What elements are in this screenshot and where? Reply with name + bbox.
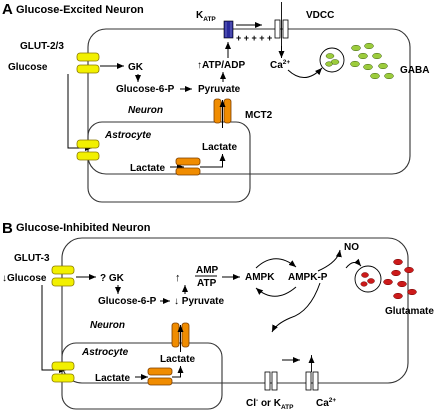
katp-label-a: KATP xyxy=(196,10,216,23)
astrocyte-label-a: Astrocyte xyxy=(104,130,152,141)
vdcc-channel-a xyxy=(274,2,289,48)
astrocyte-label-b: Astrocyte xyxy=(81,347,129,358)
lactate-astro-label-b: Lactate xyxy=(95,373,130,384)
mct2-transporter-a xyxy=(213,98,232,124)
glutamate-label: Glutamate xyxy=(385,306,434,317)
cl-katp-channel-b xyxy=(264,371,278,391)
atp-label-b: ATP xyxy=(197,278,217,289)
glucose-label-a: Glucose xyxy=(8,62,48,73)
gk-label-a: GK xyxy=(128,62,144,73)
glut-transporter-b xyxy=(51,265,75,287)
panel-b-title: Glucose-Inhibited Neuron xyxy=(16,222,151,234)
up-arrow-b: ↑ xyxy=(175,272,181,284)
astrocyte-glut-b xyxy=(51,361,75,383)
glut-label-b: GLUT-3 xyxy=(14,253,50,264)
cl-katp-label-b: Cl- or KATP xyxy=(246,397,294,411)
mct-transporter-b xyxy=(171,322,190,348)
gk-label-b: ? GK xyxy=(100,273,125,284)
katp-channel-a xyxy=(223,20,234,39)
neuron-label-b: Neuron xyxy=(90,320,125,331)
lactate-ext-label-b: Lactate xyxy=(160,354,195,365)
vesicle-b xyxy=(354,265,382,293)
lactate-ext-label-a: Lactate xyxy=(202,142,237,153)
pyruvate-label-b: ↓ Pyruvate xyxy=(174,296,224,307)
glucose6p-label-b: Glucose-6-P xyxy=(98,296,157,307)
neuron-cell-b xyxy=(61,237,409,384)
astrocyte-cell-a xyxy=(87,121,251,203)
ca-channel-b xyxy=(305,355,319,391)
glucose6p-label-a: Glucose-6-P xyxy=(116,84,175,95)
amp-label-b: AMP xyxy=(196,265,219,276)
ca-label-b: Ca2+ xyxy=(316,397,336,409)
panel-a-title: Glucose-Excited Neuron xyxy=(16,4,144,16)
neuron-cell-a xyxy=(87,28,411,175)
lactate-astro-label-a: Lactate xyxy=(130,163,165,174)
mct2-label: MCT2 xyxy=(245,110,273,121)
membrane-depolarization-a: + + + + + xyxy=(236,33,272,43)
astrocyte-mct-a xyxy=(175,157,201,176)
gaba-vesicles xyxy=(325,42,394,80)
atp-adp-label-a: ↑ATP/ADP xyxy=(197,60,245,71)
ampk-label-b: AMPK xyxy=(245,272,275,283)
panel-b: B Glucose-Inhibited Neuron GLUT-3 ↓Gluco… xyxy=(2,220,434,411)
glut-transporter-a xyxy=(76,52,100,74)
astrocyte-mct-b xyxy=(147,367,173,386)
astrocyte-glut-a xyxy=(76,139,100,161)
ca-label-a: Ca2+ xyxy=(270,59,290,71)
no-label-b: NO xyxy=(344,242,359,253)
ampk-p-label-b: AMPK-P xyxy=(288,272,328,283)
gaba-label: GABA xyxy=(400,65,429,76)
glut-label-a: GLUT-2/3 xyxy=(20,41,64,52)
glucose-label-b: ↓Glucose xyxy=(2,273,47,284)
panel-a-letter: A xyxy=(2,1,13,18)
panel-a: A Glucose-Excited Neuron KATP + + + + + … xyxy=(2,1,429,203)
vdcc-label-a: VDCC xyxy=(306,10,334,21)
neuron-label-a: Neuron xyxy=(128,105,163,116)
glutamate-vesicles xyxy=(360,258,417,300)
panel-b-letter: B xyxy=(2,220,13,237)
pyruvate-label-a: Pyruvate xyxy=(198,84,241,95)
